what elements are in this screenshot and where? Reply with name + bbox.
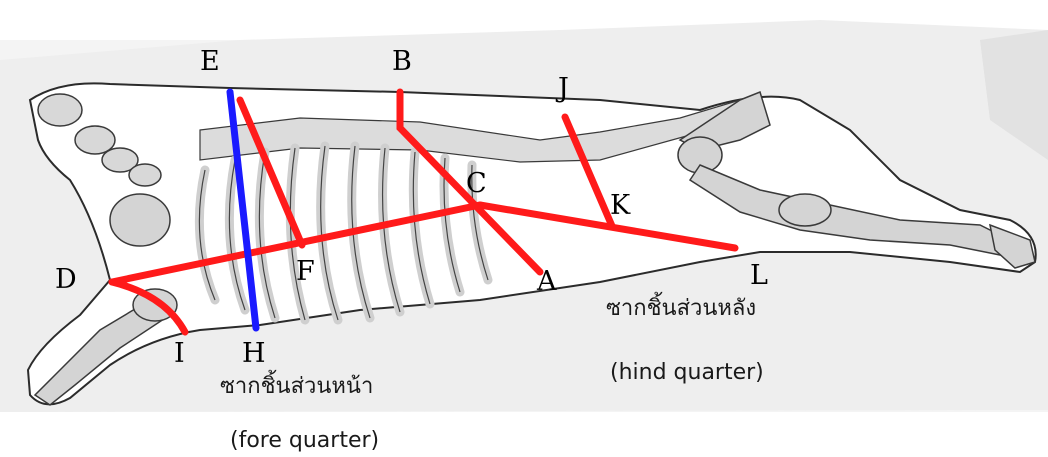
hind-quarter-english-caption: (hind quarter) (610, 360, 764, 385)
label-b: B (392, 46, 412, 77)
fore-quarter-english-caption: (fore quarter) (230, 428, 379, 453)
label-h: H (242, 338, 266, 369)
fore-quarter-thai-caption: ซากชิ้นส่วนหน้า (220, 368, 373, 403)
label-f: F (296, 256, 315, 287)
label-i: I (174, 338, 185, 369)
label-j: J (555, 73, 569, 104)
hind-quarter-thai-caption: ซากชิ้นส่วนหลัง (606, 290, 756, 325)
label-a: A (536, 266, 557, 297)
label-c: C (466, 168, 487, 199)
label-d: D (55, 264, 77, 295)
label-k: K (610, 190, 631, 221)
label-l: L (750, 260, 768, 291)
label-e: E (200, 46, 220, 77)
